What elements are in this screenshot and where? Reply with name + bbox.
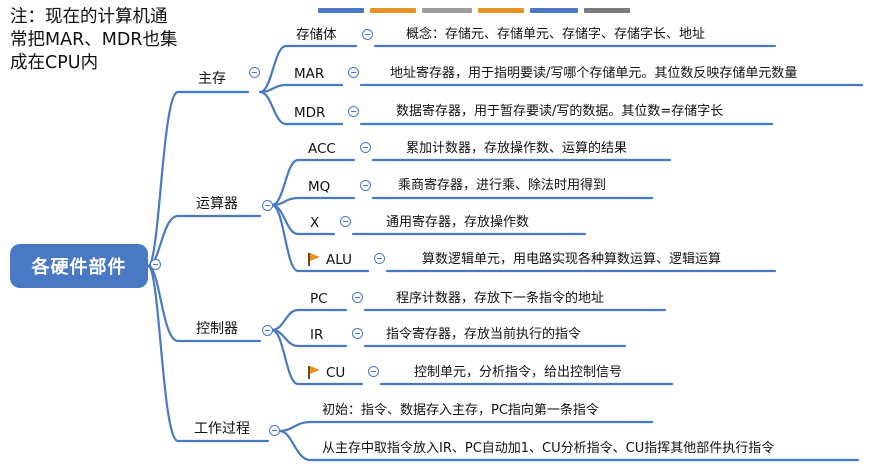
collapse-icon[interactable] — [360, 142, 371, 153]
collapse-icon[interactable] — [340, 216, 351, 227]
flag-icon — [308, 366, 320, 379]
desc-cu[interactable]: 控制单元，分析指令，给出控制信号 — [414, 365, 623, 380]
color-swatch — [422, 8, 472, 13]
collapse-icon[interactable] — [352, 328, 363, 339]
color-swatch — [318, 8, 364, 13]
desc-alu[interactable]: 算数逻辑单元，用电路实现各种算数运算、逻辑运算 — [422, 252, 722, 267]
node-x[interactable]: X — [310, 215, 320, 231]
node-ir[interactable]: IR — [310, 327, 324, 343]
desc-mq[interactable]: 乘商寄存器，进行乘、除法时用得到 — [398, 178, 607, 193]
node-cu[interactable]: CU — [326, 365, 346, 381]
note-text: 注：现在的计算机通 常把MAR、MDR也集 成在CPU内 — [10, 6, 210, 75]
desc-x[interactable]: 通用寄存器，存放操作数 — [386, 215, 530, 230]
collapse-icon[interactable] — [269, 425, 280, 436]
collapse-icon[interactable] — [150, 259, 161, 270]
collapse-icon[interactable] — [360, 180, 371, 191]
branch-storage[interactable]: 主存 — [198, 71, 226, 87]
node-mar[interactable]: MAR — [294, 66, 325, 82]
collapse-icon[interactable] — [352, 292, 363, 303]
root-node[interactable]: 各硬件部件 — [10, 244, 148, 288]
node-storage-body[interactable]: 存储体 — [296, 27, 337, 43]
collapse-icon[interactable] — [262, 325, 273, 336]
node-mq[interactable]: MQ — [308, 179, 331, 195]
node-mdr[interactable]: MDR — [294, 105, 326, 121]
node-alu[interactable]: ALU — [326, 252, 352, 268]
branch-process[interactable]: 工作过程 — [194, 421, 250, 437]
note-line: 常把MAR、MDR也集 — [10, 30, 178, 50]
color-swatch — [370, 8, 416, 13]
color-swatch — [478, 8, 524, 13]
collapse-icon[interactable] — [262, 200, 273, 211]
collapse-icon[interactable] — [374, 253, 385, 264]
desc-mdr[interactable]: 数据寄存器，用于暂存要读/写的数据。其位数=存储字长 — [396, 104, 724, 119]
flag-icon — [308, 253, 320, 266]
collapse-icon[interactable] — [368, 366, 379, 377]
desc-process-init[interactable]: 初始：指令、数据存入主存，PC指向第一条指令 — [322, 403, 599, 418]
color-swatch — [530, 8, 578, 13]
desc-pc[interactable]: 程序计数器，存放下一条指令的地址 — [396, 291, 605, 306]
collapse-icon[interactable] — [348, 106, 359, 117]
desc-mar[interactable]: 地址寄存器，用于指明要读/写哪个存储单元。其位数反映存储单元数量 — [390, 66, 798, 81]
note-line: 注：现在的计算机通 — [10, 7, 168, 27]
collapse-icon[interactable] — [362, 29, 373, 40]
node-acc[interactable]: ACC — [308, 141, 336, 157]
node-pc[interactable]: PC — [310, 291, 328, 307]
color-swatch — [584, 8, 630, 13]
desc-ir[interactable]: 指令寄存器，存放当前执行的指令 — [386, 327, 582, 342]
collapse-icon[interactable] — [249, 67, 260, 78]
desc-process-cycle[interactable]: 从主存中取指令放入IR、PC自动加1、CU分析指令、CU指挥其他部件执行指令 — [322, 441, 775, 456]
note-line: 成在CPU内 — [10, 53, 99, 73]
desc-acc[interactable]: 累加计数器，存放操作数、运算的结果 — [406, 141, 628, 156]
branch-alu[interactable]: 运算器 — [196, 196, 238, 212]
branch-control[interactable]: 控制器 — [196, 321, 238, 337]
collapse-icon[interactable] — [348, 67, 359, 78]
desc-storage-body[interactable]: 概念：存储元、存储单元、存储字、存储字长、地址 — [406, 27, 706, 42]
